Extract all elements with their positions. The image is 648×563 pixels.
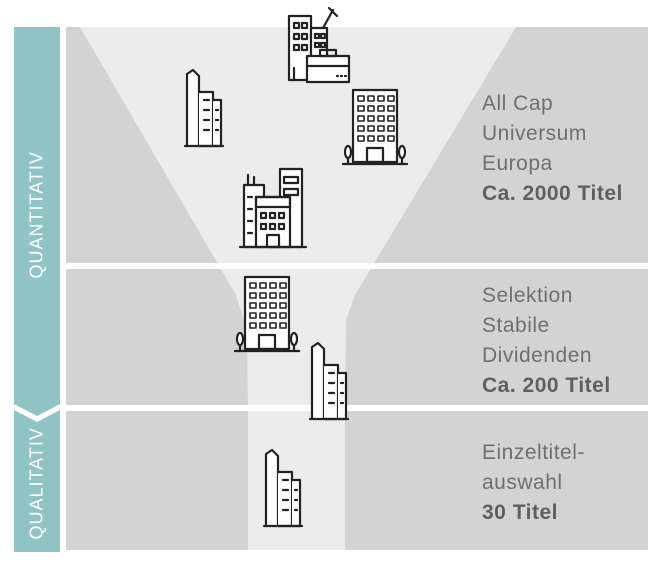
- city-buildings-cluster-icon: [238, 167, 308, 249]
- tall-residential-tower-icon: [308, 341, 350, 421]
- stage-1-text: All Cap Universum Europa Ca. 2000 Titel: [482, 89, 623, 209]
- tall-residential-tower-icon: [262, 448, 304, 528]
- stage-2-line-1: Selektion: [482, 284, 573, 307]
- band-stage-3: [66, 411, 648, 550]
- stage-1-line-2: Universum: [482, 122, 587, 145]
- stage-2-line-2: Stabile: [482, 314, 550, 337]
- stage-1-count: Ca. 2000 Titel: [482, 182, 623, 205]
- office-block-with-trees-icon: [341, 88, 409, 166]
- side-label-quantitativ: QUANTITATIV: [26, 151, 47, 279]
- tall-residential-tower-icon: [183, 68, 225, 148]
- side-accent-bar: [14, 27, 60, 552]
- stage-2-count: Ca. 200 Titel: [482, 374, 611, 397]
- separator-line: [66, 405, 648, 411]
- funnel-shape: [80, 27, 516, 550]
- stage-2-text: Selektion Stabile Dividenden Ca. 200 Tit…: [482, 281, 611, 401]
- side-label-qualitativ: QUALITATIV: [26, 427, 47, 540]
- separator-line: [66, 263, 648, 269]
- stage-3-text: Einzeltitel- auswahl 30 Titel: [482, 438, 585, 528]
- office-building-with-briefcase-icon: [287, 6, 351, 84]
- stage-3-line-2: auswahl: [482, 471, 563, 494]
- stage-2-line-3: Dividenden: [482, 344, 593, 367]
- stage-1-line-3: Europa: [482, 152, 553, 175]
- office-block-with-trees-icon: [233, 275, 301, 353]
- stage-1-line-1: All Cap: [482, 92, 554, 115]
- stage-3-count: 30 Titel: [482, 501, 558, 524]
- stage-3-line-1: Einzeltitel-: [482, 441, 585, 464]
